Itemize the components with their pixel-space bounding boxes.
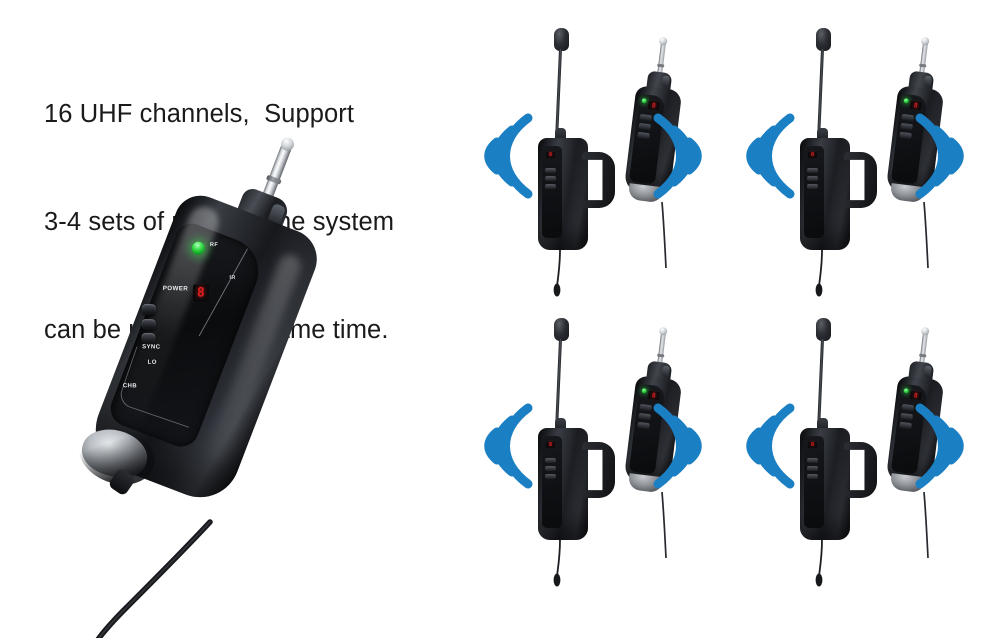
hero-channel-value: 8 (196, 285, 205, 301)
signal-waves-icon-left (476, 396, 538, 496)
plug-on-receiver-4: 8 (880, 329, 962, 580)
transmitter-display-value: 8 (548, 442, 553, 448)
transmitter-display-value: 8 (548, 152, 553, 158)
plug-on-receiver-2: 8 (880, 39, 962, 290)
transmitter-antenna-wire (553, 249, 561, 297)
transmitter-display: 8 (546, 442, 555, 448)
hero-receiver-product-image: RF IR POWER 8 SYNC LO CHB (60, 130, 420, 638)
receiver-antenna-wire (923, 201, 929, 269)
gooseneck-mic-capsule-icon (816, 28, 831, 51)
transmitter-antenna-wire (815, 539, 823, 587)
rf-label: RF (209, 242, 219, 249)
hero-button-3[interactable] (141, 332, 156, 345)
gooseneck-mic-capsule-icon (816, 318, 831, 341)
hero-channel-display: 8 (192, 284, 210, 302)
gooseneck-base (555, 418, 566, 434)
transmitter-display-value: 8 (810, 442, 815, 448)
mic-set-1: 8 8 (470, 10, 720, 300)
transmitter-buttons[interactable] (545, 168, 556, 192)
bodypack-transmitter-2: 8 (788, 28, 880, 297)
chb-label: CHB (122, 383, 138, 390)
lo-label: LO (147, 359, 157, 366)
transmitter-buttons[interactable] (807, 458, 818, 482)
plug-on-receiver-1: 8 (618, 39, 700, 290)
mic-set-3: 8 8 (470, 300, 720, 590)
transmitter-antenna-wire (553, 539, 561, 587)
signal-waves-icon-left (738, 106, 800, 206)
bodypack-transmitter-4: 8 (788, 318, 880, 587)
plug-on-receiver-3: 8 (618, 329, 700, 580)
gooseneck-base (817, 418, 828, 434)
hero-button-group[interactable] (141, 303, 157, 348)
hero-button-1[interactable] (141, 303, 157, 316)
transmitter-buttons[interactable] (545, 458, 556, 482)
signal-waves-icon-left (476, 106, 538, 206)
mic-set-2: 8 8 (732, 10, 982, 300)
gooseneck-base (555, 128, 566, 144)
bodypack-transmitter-3: 8 (526, 318, 618, 587)
microphone-sets-grid: 8 8 (470, 0, 990, 600)
signal-waves-icon-right (648, 106, 710, 206)
receiver-antenna-wire (661, 201, 667, 269)
power-label: POWER (162, 284, 189, 293)
transmitter-display-value: 8 (810, 152, 815, 158)
hero-button-2[interactable] (141, 318, 156, 330)
gooseneck-mic-capsule-icon (554, 28, 569, 51)
receiver-antenna-wire (923, 491, 929, 559)
receiver-antenna-wire (661, 491, 667, 559)
transmitter-display: 8 (546, 152, 555, 158)
gooseneck-base (817, 128, 828, 144)
mic-set-4: 8 8 (732, 300, 982, 590)
ir-label: IR (229, 274, 236, 282)
transmitter-antenna-wire (815, 249, 823, 297)
transmitter-display: 8 (808, 152, 817, 158)
bodypack-transmitter-1: 8 (526, 28, 618, 297)
signal-waves-icon-right (910, 106, 972, 206)
headline-line-1: 16 UHF channels, Support (44, 100, 355, 128)
transmitter-display: 8 (808, 442, 817, 448)
transmitter-buttons[interactable] (807, 168, 818, 192)
signal-waves-icon-right (910, 396, 972, 496)
gooseneck-mic-capsule-icon (554, 318, 569, 341)
signal-waves-icon-right (648, 396, 710, 496)
sync-label: SYNC (142, 344, 161, 351)
signal-waves-icon-left (738, 396, 800, 496)
